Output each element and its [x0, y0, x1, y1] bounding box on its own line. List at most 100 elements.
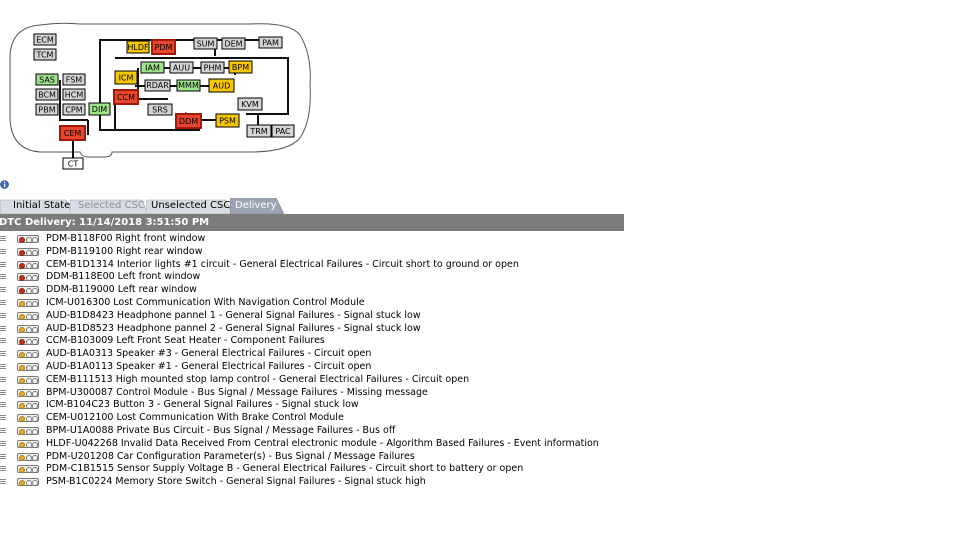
tab-delivery[interactable]: Delivery — [230, 198, 284, 214]
module-tcm[interactable]: TCM — [33, 48, 57, 61]
module-pbm[interactable]: PBM — [35, 103, 59, 116]
dtc-row[interactable]: AUD-B1D8523 Headphone pannel 2 - General… — [0, 323, 624, 336]
module-cpm[interactable]: CPM — [62, 103, 86, 116]
row-grip-icon — [0, 248, 6, 254]
row-grip-icon — [0, 261, 6, 267]
dtc-text: AUD-B1D8523 Headphone pannel 2 - General… — [46, 322, 421, 334]
status-lamp-icon — [17, 337, 39, 346]
dtc-row[interactable]: PDM-C1B1515 Sensor Supply Voltage B - Ge… — [0, 463, 624, 476]
status-lamp-icon — [17, 414, 39, 423]
status-lamp-icon — [17, 388, 39, 397]
tab-unselected-csc[interactable]: Unselected CSC — [146, 198, 232, 214]
svg-text:DIM: DIM — [92, 105, 108, 114]
status-lamp-icon — [17, 465, 39, 474]
module-sum[interactable]: SUM — [193, 37, 218, 50]
tab-bar: Initial State Selected CSC Unselected CS… — [0, 198, 300, 214]
status-lamp-icon — [17, 273, 39, 282]
row-grip-icon — [0, 338, 6, 344]
module-mmm[interactable]: MMM — [176, 79, 201, 92]
module-icm[interactable]: ICM — [114, 70, 138, 85]
status-lamp-icon — [17, 478, 39, 487]
module-hldf[interactable]: HLDF — [126, 40, 150, 54]
svg-text:HLDF: HLDF — [127, 43, 149, 52]
dtc-row[interactable]: PDM-B119100 Right rear window — [0, 246, 624, 259]
dtc-row[interactable]: BPM-U300087 Control Module - Bus Signal … — [0, 387, 624, 400]
module-fsm[interactable]: FSM — [62, 73, 86, 86]
dtc-row[interactable]: BPM-U1A0088 Private Bus Circuit - Bus Si… — [0, 425, 624, 438]
dtc-row[interactable]: PDM-U201208 Car Configuration Parameter(… — [0, 451, 624, 464]
module-ccm[interactable]: CCM — [113, 89, 139, 105]
dtc-row[interactable]: CEM-U012100 Lost Communication With Brak… — [0, 412, 624, 425]
row-grip-icon — [0, 376, 6, 382]
dtc-text: CEM-B1D1314 Interior lights #1 circuit -… — [46, 258, 519, 270]
row-grip-icon — [0, 312, 6, 318]
status-lamp-icon — [17, 362, 39, 371]
module-srs[interactable]: SRS — [147, 103, 173, 116]
tab-selected-csc[interactable]: Selected CSC — [70, 198, 148, 214]
dtc-row[interactable]: CCM-B103009 Left Front Seat Heater - Com… — [0, 335, 624, 348]
dtc-text: HLDF-U042268 Invalid Data Received From … — [46, 437, 599, 449]
module-dem[interactable]: DEM — [221, 37, 246, 50]
svg-text:SRS: SRS — [152, 106, 168, 115]
module-psm[interactable]: PSM — [215, 113, 240, 128]
dtc-text: CCM-B103009 Left Front Seat Heater - Com… — [46, 335, 325, 347]
dtc-text: PDM-B119100 Right rear window — [46, 245, 203, 257]
module-iam[interactable]: IAM — [140, 61, 165, 74]
dtc-delivery-header: DTC Delivery: 11/14/2018 3:51:50 PM — [0, 214, 624, 231]
status-lamp-icon — [17, 375, 39, 384]
module-aud[interactable]: AUD — [208, 78, 235, 93]
dtc-text: ICM-B104C23 Button 3 - General Signal Fa… — [46, 399, 359, 411]
svg-text:SAS: SAS — [39, 76, 55, 85]
module-pdm[interactable]: PDM — [151, 39, 176, 55]
dtc-row[interactable]: DDM-B118E00 Left front window — [0, 271, 624, 284]
dtc-row[interactable]: ICM-U016300 Lost Communication With Navi… — [0, 297, 624, 310]
dtc-row[interactable]: AUD-B1A0313 Speaker #3 - General Electri… — [0, 348, 624, 361]
svg-text:PDM: PDM — [155, 43, 173, 52]
dtc-row[interactable]: PSM-B1C0224 Memory Store Switch - Genera… — [0, 476, 624, 489]
dtc-row[interactable]: DDM-B119000 Left rear window — [0, 284, 624, 297]
module-pam[interactable]: PAM — [258, 36, 283, 49]
module-bpm[interactable]: BPM — [228, 60, 253, 74]
status-lamp-icon — [17, 235, 39, 243]
svg-text:TCM: TCM — [36, 51, 54, 60]
status-lamp-icon — [17, 452, 39, 461]
dtc-row[interactable]: ICM-B104C23 Button 3 - General Signal Fa… — [0, 399, 624, 412]
svg-text:FSM: FSM — [66, 76, 83, 85]
dtc-row[interactable]: CEM-B111513 High mounted stop lamp contr… — [0, 374, 624, 387]
module-hcm[interactable]: HCM — [62, 88, 86, 101]
dtc-text: CEM-U012100 Lost Communication With Brak… — [46, 412, 344, 424]
module-bcm[interactable]: BCM — [35, 88, 59, 101]
dtc-row[interactable]: AUD-B1A0113 Speaker #1 - General Electri… — [0, 361, 624, 374]
dtc-row[interactable]: AUD-B1D8423 Headphone pannel 1 - General… — [0, 310, 624, 323]
module-ddm[interactable]: DDM — [175, 113, 202, 129]
svg-text:PBM: PBM — [38, 106, 55, 115]
tab-initial-state[interactable]: Initial State — [0, 198, 72, 214]
module-ecm[interactable]: ECM — [33, 33, 57, 46]
module-cem[interactable]: CEM — [59, 125, 86, 141]
dtc-row[interactable]: CEM-B1D1314 Interior lights #1 circuit -… — [0, 259, 624, 272]
module-trm[interactable]: TRM — [246, 124, 272, 138]
dtc-row[interactable]: PDM-B118F00 Right front window — [0, 233, 624, 246]
module-ct[interactable]: CT — [62, 157, 84, 170]
row-grip-icon — [0, 466, 6, 472]
status-lamp-icon — [17, 401, 39, 410]
info-icon[interactable] — [0, 179, 9, 190]
dtc-row[interactable]: HLDF-U042268 Invalid Data Received From … — [0, 438, 624, 451]
dtc-text: ICM-U016300 Lost Communication With Navi… — [46, 296, 365, 308]
module-pac[interactable]: PAC — [271, 124, 295, 138]
svg-text:AUD: AUD — [213, 82, 231, 91]
svg-text:BCM: BCM — [38, 91, 56, 100]
vehicle-network-diagram: ECM TCM SAS FSM BCM HCM PBM CPM DIM CEM … — [9, 22, 311, 170]
module-rdar[interactable]: RDAR — [144, 79, 171, 92]
dtc-text: BPM-U300087 Control Module - Bus Signal … — [46, 386, 428, 398]
status-lamp-icon — [17, 298, 39, 307]
module-kvm[interactable]: KVM — [237, 97, 263, 111]
module-sas[interactable]: SAS — [35, 73, 59, 86]
module-dim[interactable]: DIM — [88, 102, 111, 116]
status-lamp-icon — [17, 311, 39, 320]
dtc-text: BPM-U1A0088 Private Bus Circuit - Bus Si… — [46, 424, 396, 436]
module-phm[interactable]: PHM — [200, 61, 225, 74]
svg-text:RDAR: RDAR — [146, 81, 169, 90]
module-auu[interactable]: AUU — [169, 61, 194, 74]
